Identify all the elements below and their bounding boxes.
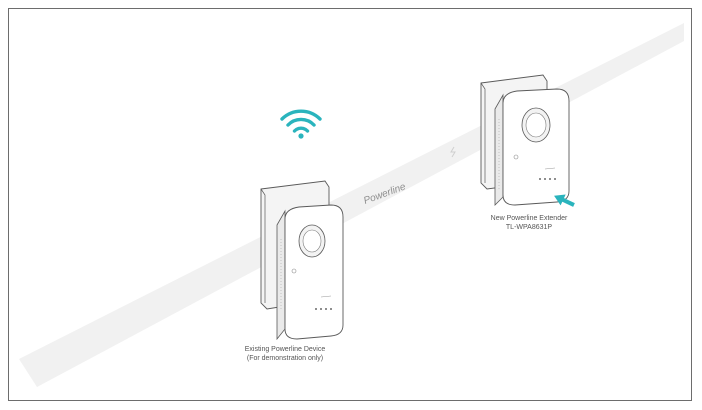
powerline-band	[19, 23, 684, 387]
new-device-caption-line1: New Powerline Extender	[490, 215, 568, 222]
diagram-canvas: Powerline	[19, 23, 684, 387]
existing-powerline-device	[260, 180, 344, 341]
existing-device-caption-line1: Existing Powerline Device	[244, 346, 326, 353]
existing-device-caption: Existing Powerline Device (For demonstra…	[215, 345, 355, 363]
diagram-frame: Powerline	[8, 8, 692, 401]
new-device-caption: New Powerline Extender TL-WPA8631P	[454, 214, 604, 232]
wifi-icon	[280, 109, 322, 139]
new-device-caption-line2: TL-WPA8631P	[505, 224, 553, 231]
arrow-icon	[554, 194, 575, 207]
existing-device-caption-line2: (For demonstration only)	[246, 355, 324, 362]
new-powerline-extender	[480, 74, 570, 206]
device-body	[502, 88, 570, 206]
lightning-icon	[450, 146, 456, 158]
